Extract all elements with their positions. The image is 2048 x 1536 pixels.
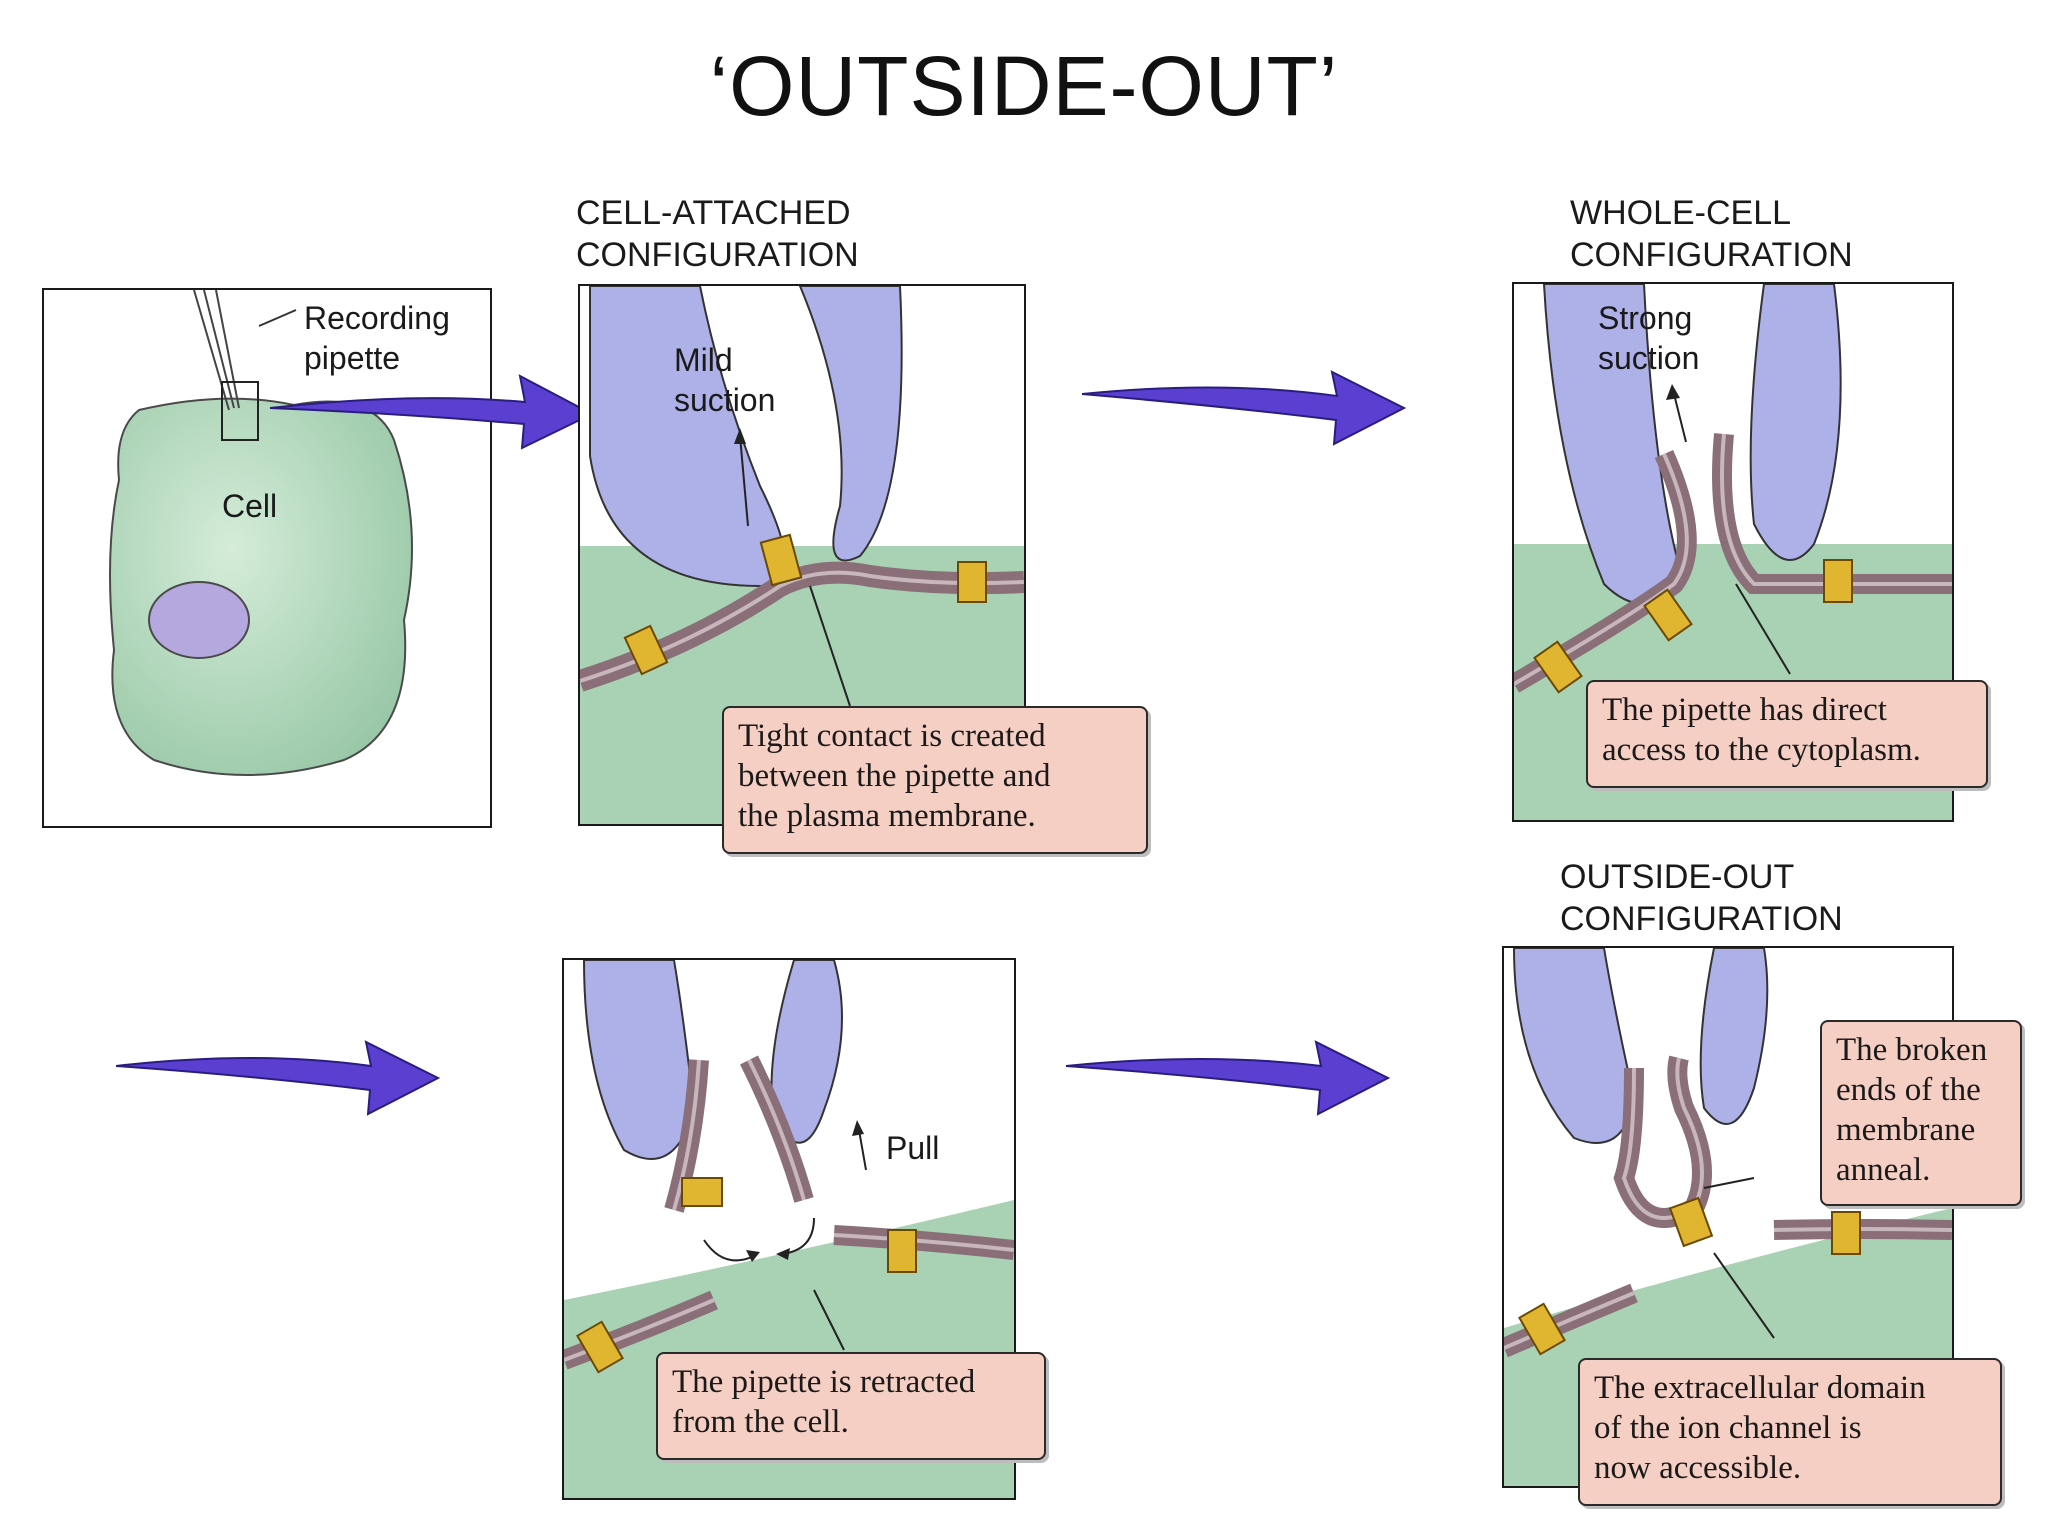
pipette-wall-right xyxy=(1699,948,1769,1125)
pipette-wall-left xyxy=(589,286,786,588)
arrow-icon xyxy=(116,1040,441,1116)
outside-out-heading: OUTSIDE-OUT CONFIGURATION xyxy=(1560,858,1843,938)
pull-label: Pull xyxy=(886,1130,940,1166)
pipette-label-line2: pipette xyxy=(304,340,401,376)
strong-suction-line1: Strong xyxy=(1598,300,1693,336)
ion-channel xyxy=(1668,1196,1714,1248)
page-title: ‘OUTSIDE-OUT’ xyxy=(709,39,1339,133)
pipette-wall-right xyxy=(1749,284,1842,561)
cell-illustration xyxy=(109,290,413,776)
pipette-wall-left xyxy=(582,960,696,1160)
pipette-wall-right xyxy=(770,960,843,1144)
cell-overview-panel: Recording pipette Cell xyxy=(42,288,492,828)
cell-label: Cell xyxy=(222,488,278,524)
whole-cell-heading: WHOLE-CELL CONFIGURATION xyxy=(1570,194,1853,274)
pipette-line xyxy=(193,290,230,411)
ion-channel xyxy=(1823,559,1853,603)
arrow-icon xyxy=(1082,370,1407,446)
cell-attached-heading: CELL-ATTACHED CONFIGURATION xyxy=(576,194,859,274)
pipette-label-line1: Recording xyxy=(304,300,450,336)
pipette-wall-left xyxy=(1512,948,1636,1144)
nucleus xyxy=(148,581,250,659)
pipette-wall-right xyxy=(798,286,903,562)
retracted-callout: The pipette is retracted from the cell. xyxy=(656,1352,1046,1460)
mild-suction-line2: suction xyxy=(674,382,776,418)
anneal-callout: The broken ends of the membrane anneal. xyxy=(1820,1020,2022,1206)
mild-suction-line1: Mild xyxy=(674,342,733,378)
arrow-icon xyxy=(1066,1040,1391,1116)
tight-contact-callout: Tight contact is created between the pip… xyxy=(722,706,1148,854)
extracellular-domain-callout: The extracellular domain of the ion chan… xyxy=(1578,1358,2002,1506)
ion-channel xyxy=(681,1177,723,1207)
arrow-icon xyxy=(270,374,595,450)
strong-suction-line2: suction xyxy=(1598,340,1700,376)
cell-body xyxy=(109,397,413,776)
direct-access-callout: The pipette has direct access to the cyt… xyxy=(1586,680,1988,788)
ion-channel xyxy=(759,533,803,587)
zoom-box xyxy=(221,381,259,441)
